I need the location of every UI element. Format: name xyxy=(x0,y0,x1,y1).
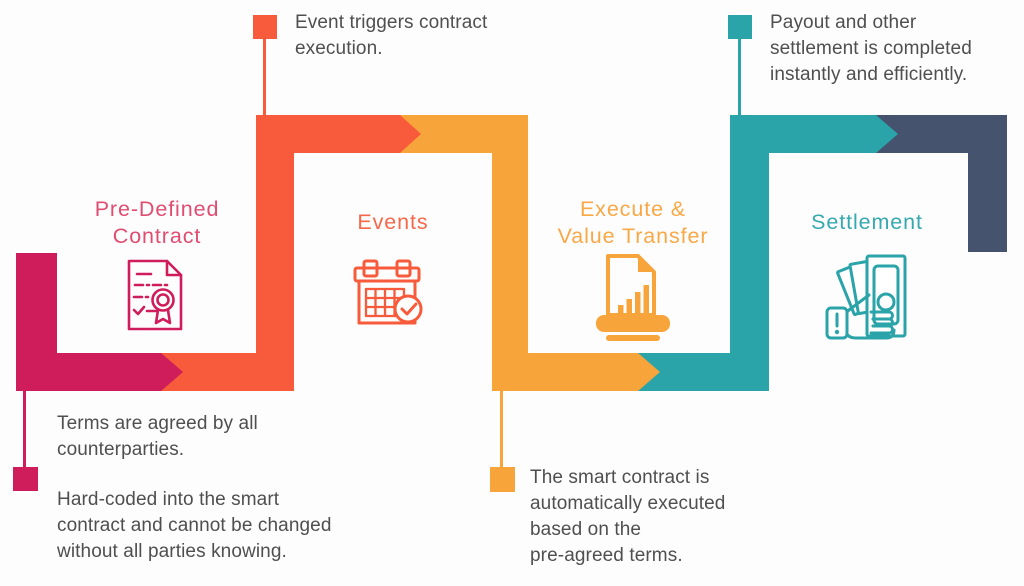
stage-title-execute: Execute & Value Transfer xyxy=(557,197,709,248)
contract-certificate-icon xyxy=(127,259,183,331)
hand-holding-money-icon xyxy=(825,254,907,340)
callout-marker-predefined xyxy=(13,467,38,491)
connector-line-events xyxy=(263,39,266,115)
callout-marker-events xyxy=(253,15,277,39)
document-chart-tray-icon xyxy=(596,254,670,341)
calendar-check-icon xyxy=(353,259,423,325)
callout-marker-settlement xyxy=(728,15,752,39)
connector-line-execute xyxy=(500,391,503,467)
ribbon-segment-settlement-tail xyxy=(876,115,1007,252)
ribbon-segment-predefined xyxy=(16,253,183,391)
connector-line-predefined xyxy=(23,391,26,467)
stage-title-settlement: Settlement xyxy=(811,210,923,234)
ribbon-segment-execute xyxy=(400,115,660,391)
stage-title-events: Events xyxy=(357,210,429,234)
callout-text-events: Event triggers contract execution. xyxy=(295,12,488,59)
callout-text-execute: The smart contract is automatically exec… xyxy=(530,467,726,566)
callout-text-predefined-hardcoded: Hard-coded into the smart contract and c… xyxy=(57,489,332,562)
callout-text-settlement: Payout and other settlement is completed… xyxy=(770,12,972,85)
callout-text-predefined-terms: Terms are agreed by all counterparties. xyxy=(57,413,258,460)
ribbon-segment-settlement xyxy=(638,115,898,391)
callout-marker-execute xyxy=(490,467,515,492)
stage-title-predefined: Pre-Defined Contract xyxy=(94,197,220,248)
ribbon-segment-events xyxy=(161,115,421,391)
connector-line-settlement xyxy=(738,39,741,115)
